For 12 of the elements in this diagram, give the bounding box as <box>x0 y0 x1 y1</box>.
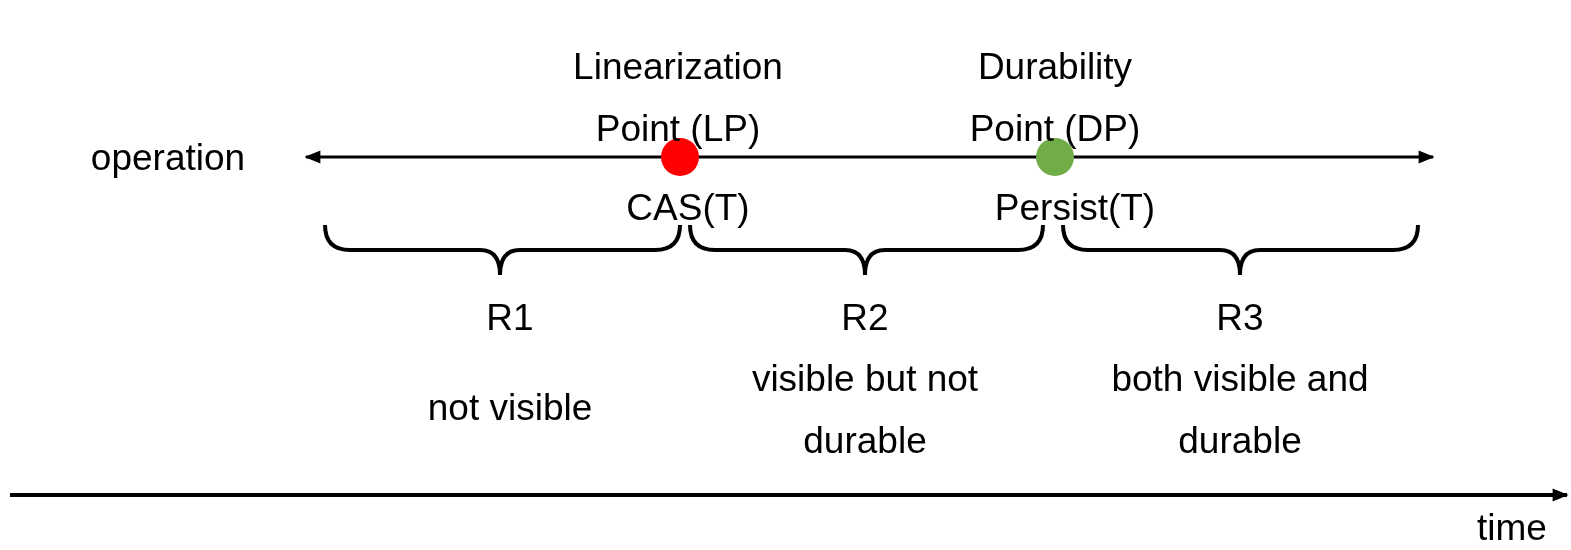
region-description: both visible and durable <box>1110 357 1370 463</box>
operation-label: Persist(T) <box>994 186 1156 230</box>
region-description: not visible <box>427 386 593 430</box>
region-description: visible but not durable <box>750 357 980 463</box>
region-label: R1 <box>486 296 534 340</box>
region-label: R3 <box>1216 296 1264 340</box>
axis-label: operation <box>90 136 246 180</box>
region-label: R2 <box>841 296 889 340</box>
operation-label: CAS(T) <box>626 186 750 230</box>
point-label: Linearization Point (LP) <box>572 45 784 151</box>
point-label: Durability Point (DP) <box>968 45 1142 151</box>
axis-label: time <box>1477 506 1547 550</box>
